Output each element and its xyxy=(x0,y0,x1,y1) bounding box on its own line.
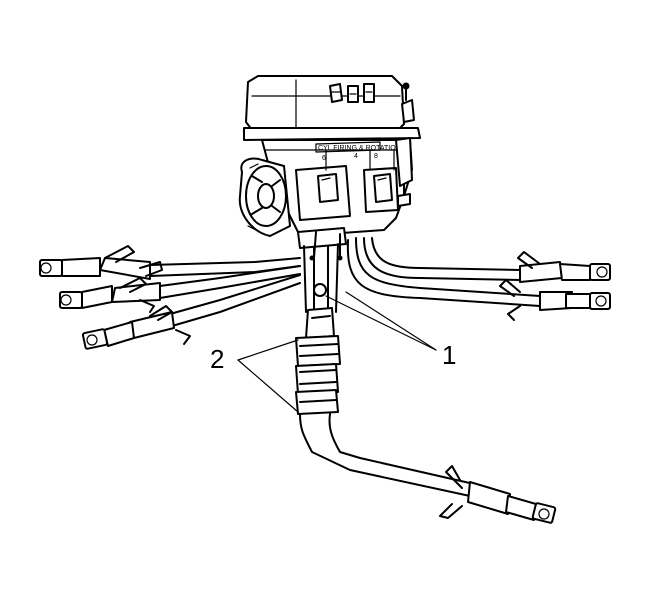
right-wire-upper xyxy=(363,237,611,283)
callout-2-leaders xyxy=(237,339,299,413)
right-wire-lower xyxy=(346,237,611,321)
callout-1-label: 1 xyxy=(442,340,456,370)
coil-wire-boot xyxy=(295,307,341,415)
distributor-cap xyxy=(243,75,421,141)
wire-retainer-clip xyxy=(238,157,291,237)
terminal-number-4: 4 xyxy=(354,153,358,160)
callout-1-leaders xyxy=(325,291,437,351)
coil-wire xyxy=(299,413,557,524)
left-wire-middle xyxy=(59,265,301,313)
callout-2-label: 2 xyxy=(210,344,224,374)
left-wire-upper xyxy=(39,245,301,280)
distributor-body: CYL FIRING & ROTATION 6 4 8 xyxy=(261,137,413,237)
cap-marking-text: CYL FIRING & ROTATION xyxy=(318,145,401,152)
terminal-number-8: 8 xyxy=(374,153,378,160)
distributor-shaft xyxy=(297,227,347,313)
left-wire-lower xyxy=(81,274,301,350)
terminal-number-6: 6 xyxy=(322,155,326,162)
